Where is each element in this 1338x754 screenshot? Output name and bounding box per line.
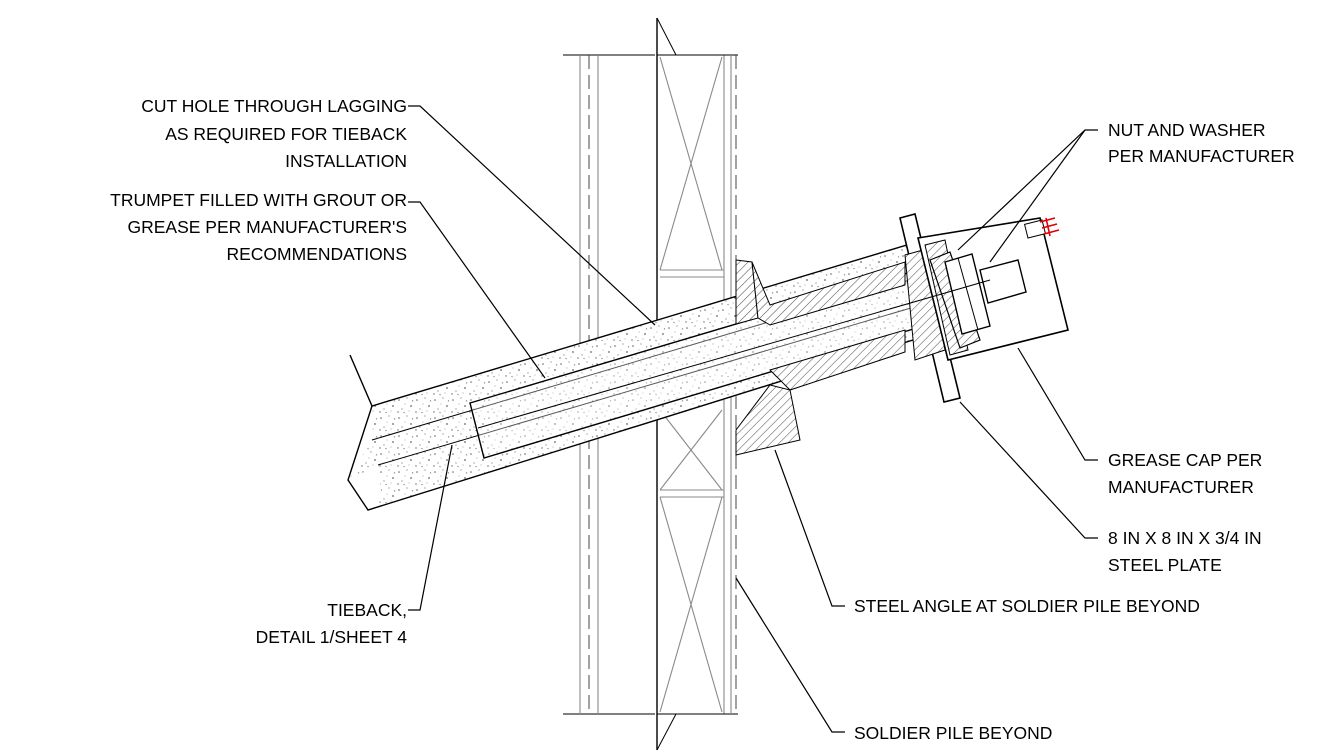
label-steel-plate-line2: STEEL PLATE — [1108, 555, 1222, 575]
label-grease-cap-line1: GREASE CAP PER — [1108, 450, 1262, 470]
tendon-bar — [477, 279, 991, 429]
callout-steel-plate: 8 IN X 8 IN X 3/4 IN STEEL PLATE — [1108, 528, 1262, 575]
steel-angle — [735, 259, 906, 456]
callout-nut-washer: NUT AND WASHER PER MANUFACTURER — [1108, 120, 1295, 166]
callout-trumpet: TRUMPET FILLED WITH GROUT OR GREASE PER … — [110, 190, 407, 264]
nut-and-washer — [929, 251, 1027, 349]
label-cut-hole-line1: CUT HOLE THROUGH LAGGING — [141, 96, 407, 116]
label-steel-angle: STEEL ANGLE AT SOLDIER PILE BEYOND — [854, 596, 1200, 616]
label-grease-cap-line2: MANUFACTURER — [1108, 477, 1254, 497]
callout-steel-angle: STEEL ANGLE AT SOLDIER PILE BEYOND — [854, 596, 1200, 616]
label-trumpet-line1: TRUMPET FILLED WITH GROUT OR — [110, 190, 407, 210]
label-cut-hole-line2: AS REQUIRED FOR TIEBACK — [165, 124, 407, 144]
leader-lines — [408, 105, 1098, 733]
label-soldier-pile: SOLDIER PILE BEYOND — [854, 723, 1052, 743]
label-trumpet-line3: RECOMMENDATIONS — [226, 244, 407, 264]
callout-grease-cap: GREASE CAP PER MANUFACTURER — [1108, 450, 1262, 497]
grease-fitting-icon — [1039, 217, 1060, 237]
label-tieback-line1: TIEBACK, — [327, 600, 407, 620]
label-trumpet-line2: GREASE PER MANUFACTURER'S — [128, 217, 408, 237]
label-nut-washer-line2: PER MANUFACTURER — [1108, 146, 1295, 166]
label-tieback-line2: DETAIL 1/SHEET 4 — [256, 627, 408, 647]
label-cut-hole-line3: INSTALLATION — [285, 151, 407, 171]
callout-cut-hole: CUT HOLE THROUGH LAGGING AS REQUIRED FOR… — [141, 96, 407, 171]
callout-tieback: TIEBACK, DETAIL 1/SHEET 4 — [256, 600, 408, 647]
label-nut-washer-line1: NUT AND WASHER — [1108, 120, 1266, 140]
label-steel-plate-line1: 8 IN X 8 IN X 3/4 IN — [1108, 528, 1262, 548]
callout-soldier-pile: SOLDIER PILE BEYOND — [854, 723, 1052, 743]
